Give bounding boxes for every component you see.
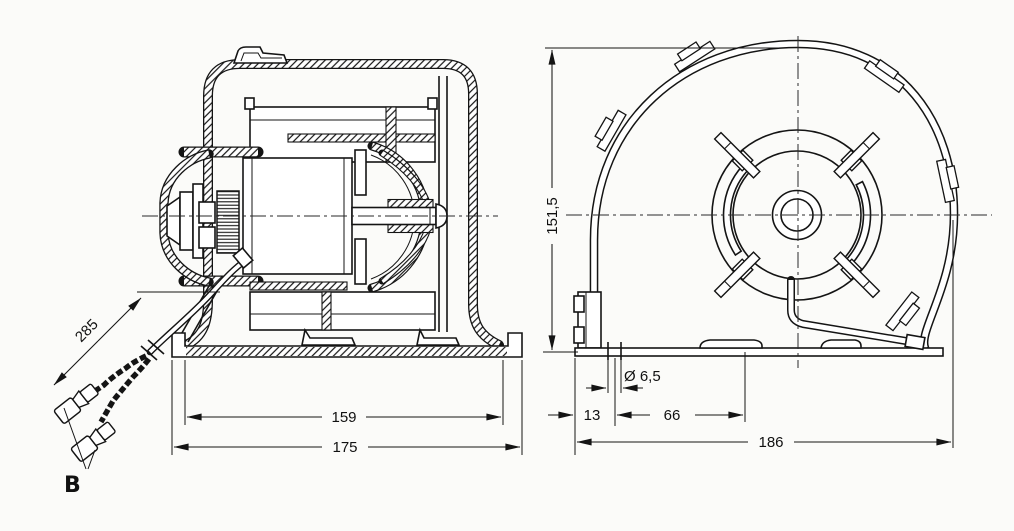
twisted-wires [84,353,152,424]
motor-end-bell [354,146,428,288]
housing-top-tab-inner [240,52,282,62]
bent-tube [787,276,926,351]
wheel-upper-band [244,97,438,163]
support-strut-2 [187,290,218,343]
dim-hole-text: Ø 6,5 [624,368,661,385]
dim-13-66: 13 66 [548,352,746,455]
side-section-view: B 285 159 175 [52,46,523,498]
connector-2 [69,419,119,463]
rim-tab-5 [885,291,926,336]
dim-151-5-text: 151,5 [544,197,561,235]
b-leader-1 [63,407,87,470]
label-b: B [64,473,81,498]
spoke-lower-left [711,249,763,301]
dim-175: 175 [171,360,523,456]
bearing-end-cap [166,183,216,259]
hole-6-5: Ø 6,5 [586,342,661,393]
wheel-foot-right [416,327,461,346]
dim-186: 186 [576,220,954,451]
commutator [216,190,240,254]
dim-175-text: 175 [332,439,357,456]
dim-159: 159 [184,360,504,426]
left-wall-bracket [573,291,602,349]
spoke-upper-right [831,129,883,181]
dim-66-text: 66 [664,407,681,424]
dim-13-text: 13 [584,407,601,424]
dim-186-text: 186 [758,434,783,451]
dim-159-text: 159 [331,409,356,426]
wheel-lower-band [249,281,436,331]
b-leader-2 [87,449,96,470]
front-base [574,339,944,357]
front-volute-view: Ø 6,5 151,5 13 66 186 [543,34,992,455]
wheel-foot-left [301,327,357,346]
base-flange [171,332,523,358]
connector-1 [52,381,102,425]
wire-sleeve [140,246,254,361]
dim-151-5: 151,5 [543,47,780,353]
housing-top-tab [232,46,289,64]
